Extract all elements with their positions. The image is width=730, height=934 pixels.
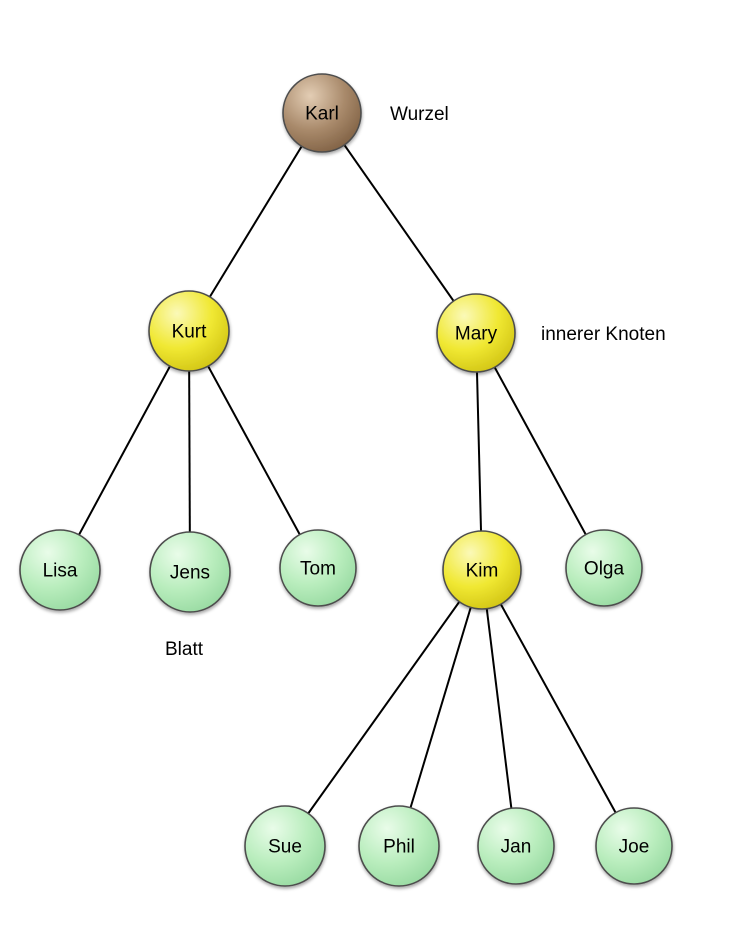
tree-node-karl: Karl — [282, 73, 362, 153]
tree-node-mary: Mary — [436, 293, 516, 373]
tree-node-kim: Kim — [442, 530, 522, 610]
tree-node-tom: Tom — [279, 529, 357, 607]
tree-edge-kurt-tom — [188, 330, 319, 569]
tree-node-label-lisa: Lisa — [43, 561, 78, 582]
tree-node-circle-tom — [279, 529, 357, 607]
tree-node-jan: Jan — [477, 807, 555, 885]
tree-node-jens: Jens — [149, 531, 231, 613]
tree-node-circle-lisa — [19, 529, 101, 611]
tree-node-label-kim: Kim — [466, 561, 499, 582]
tree-node-phil: Phil — [358, 805, 440, 887]
tree-node-lisa: Lisa — [19, 529, 101, 611]
tree-node-label-olga: Olga — [584, 559, 625, 580]
tree-edge-kim-joe — [481, 569, 635, 847]
tree-node-circle-karl — [282, 73, 362, 153]
tree-node-circle-jan — [477, 807, 555, 885]
tree-edge-karl-mary — [321, 112, 477, 334]
tree-node-circle-kurt — [148, 290, 230, 372]
tree-edge-kim-sue — [284, 569, 483, 847]
tree-node-label-tom: Tom — [300, 559, 336, 580]
tree-edge-kim-jan — [481, 569, 517, 847]
innerer-label: innerer Knoten — [541, 324, 666, 345]
tree-node-olga: Olga — [565, 529, 643, 607]
tree-node-label-phil: Phil — [383, 837, 415, 858]
tree-node-circle-phil — [358, 805, 440, 887]
tree-node-label-sue: Sue — [268, 837, 302, 858]
tree-node-label-jens: Jens — [170, 563, 210, 584]
tree-node-label-jan: Jan — [501, 837, 532, 858]
tree-edge-kurt-lisa — [59, 330, 190, 571]
tree-node-kurt: Kurt — [148, 290, 230, 372]
tree-node-joe: Joe — [595, 807, 673, 885]
blatt-label: Blatt — [165, 639, 204, 660]
tree-node-label-karl: Karl — [305, 104, 339, 125]
tree-node-circle-olga — [565, 529, 643, 607]
tree-node-label-mary: Mary — [455, 324, 498, 345]
tree-node-circle-jens — [149, 531, 231, 613]
tree-node-circle-joe — [595, 807, 673, 885]
tree-node-circle-mary — [436, 293, 516, 373]
tree-node-sue: Sue — [244, 805, 326, 887]
edge-layer — [59, 112, 635, 847]
tree-edge-karl-kurt — [188, 112, 323, 332]
tree-edge-mary-olga — [475, 332, 605, 569]
tree-node-label-kurt: Kurt — [172, 322, 208, 343]
tree-node-circle-kim — [442, 530, 522, 610]
tree-node-label-joe: Joe — [619, 837, 650, 858]
tree-node-circle-sue — [244, 805, 326, 887]
tree-edge-kim-phil — [398, 569, 483, 847]
wurzel-label: Wurzel — [390, 104, 449, 125]
